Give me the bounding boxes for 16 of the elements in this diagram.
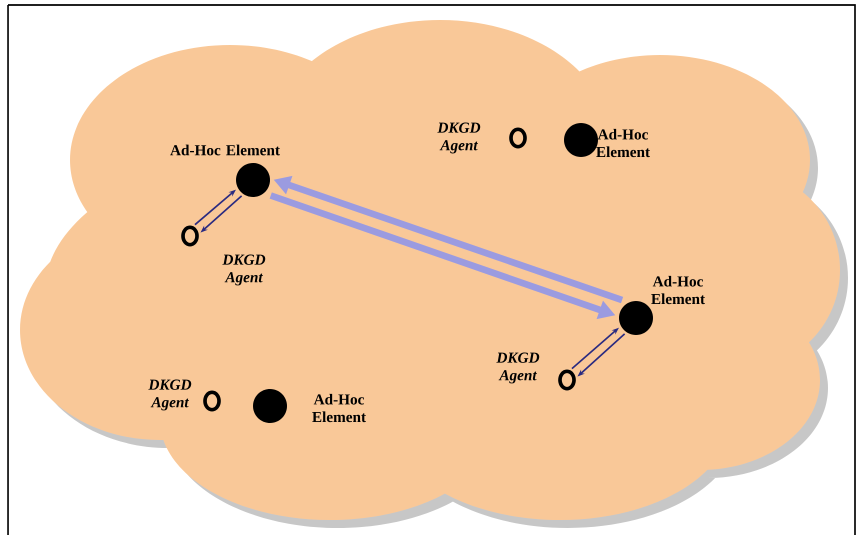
- open-circle: [203, 390, 221, 412]
- node-label: DKGD Agent: [222, 254, 266, 286]
- filled-circle: [253, 389, 287, 423]
- node-label: Ad-Hoc Element: [651, 276, 705, 304]
- node-label: Ad-Hoc Element: [312, 394, 366, 422]
- filled-circle: [236, 163, 270, 197]
- open-circle: [509, 128, 527, 148]
- node-label: DKGD Agent: [148, 380, 192, 410]
- filled-circle: [564, 123, 598, 157]
- node-label: Ad-Hoc Element: [170, 144, 280, 156]
- filled-circle: [619, 301, 653, 335]
- open-circle: [181, 226, 199, 246]
- node-label: DKGD Agent: [437, 122, 480, 154]
- node-label: DKGD Agent: [496, 352, 540, 384]
- open-circle: [558, 370, 576, 390]
- node-label: Ad-Hoc Element: [596, 128, 650, 158]
